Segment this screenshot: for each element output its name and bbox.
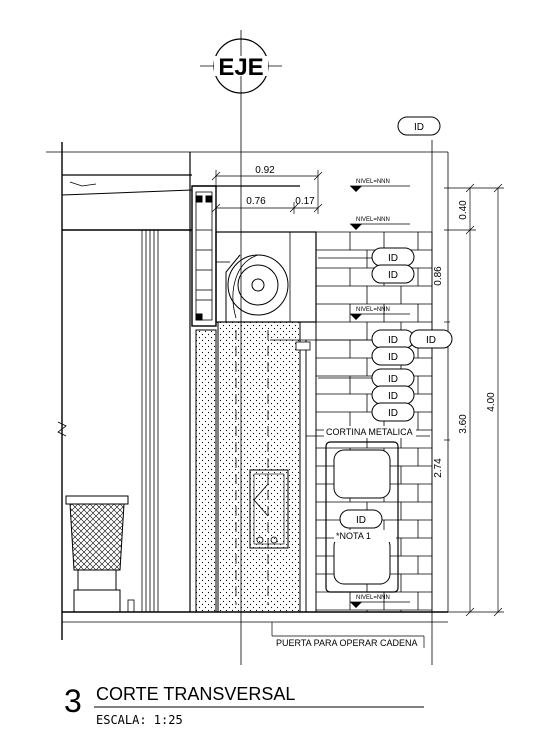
- id-tag-7: ID: [371, 385, 415, 405]
- id-tag-6: ID: [371, 368, 415, 388]
- svg-text:NIVEL=NNN: NIVEL=NNN: [356, 179, 390, 185]
- drawing-title: CORTE TRANSVERSAL: [96, 684, 295, 704]
- trash-basket: [65, 495, 135, 613]
- svg-text:ID: ID: [388, 335, 398, 346]
- door-note: PUERTA PARA OPERAR CADENA: [276, 638, 418, 648]
- axis-label: EJE: [218, 54, 263, 81]
- id-tag-top: ID: [397, 116, 441, 136]
- svg-text:ID: ID: [388, 270, 398, 281]
- dimension-height-d: 2.74: [433, 458, 444, 478]
- dimension-inner-width: 0.76: [246, 196, 266, 207]
- level-marker-1: NIVEL=NNN: [350, 179, 410, 192]
- concrete-column: [195, 321, 311, 613]
- dimension-height-total: 4.00: [486, 392, 497, 412]
- id-tag-2: ID: [371, 264, 415, 284]
- id-tag-8: ID: [371, 402, 415, 422]
- id-tag-3: ID: [371, 329, 415, 349]
- id-tag-1: ID: [371, 247, 415, 267]
- curtain-note: CORTINA METALICA: [326, 427, 413, 437]
- id-tag-5: ID: [371, 346, 415, 366]
- dimension-small-width: 0.17: [295, 196, 315, 207]
- dimension-top-width: 0.92: [255, 165, 275, 176]
- dimension-height-a: 0.40: [458, 200, 469, 220]
- title-block: 3 CORTE TRANSVERSAL ESCALA: 1:25: [64, 683, 424, 727]
- id-tag-4: ID: [409, 329, 453, 349]
- svg-text:NIVEL=NNN: NIVEL=NNN: [356, 307, 390, 313]
- dimension-height-b: 0.86: [433, 266, 444, 286]
- door-panel: [249, 469, 289, 549]
- nota-label: *NOTA 1: [336, 531, 371, 541]
- level-marker-4: NIVEL=NNN: [350, 595, 410, 608]
- svg-text:ID: ID: [388, 352, 398, 363]
- glass-mullions: [141, 230, 191, 612]
- roof-slab: [61, 152, 193, 232]
- svg-text:ID: ID: [426, 335, 436, 346]
- drawing-number: 3: [64, 683, 82, 719]
- dimension-lines-top: [211, 170, 323, 214]
- id-tag-9: ID: [339, 509, 383, 529]
- dimension-lines-right: [444, 183, 504, 617]
- svg-text:ID: ID: [388, 374, 398, 385]
- wall-opening: [325, 441, 399, 593]
- svg-text:ID: ID: [414, 122, 424, 133]
- svg-text:ID: ID: [356, 515, 366, 526]
- level-marker-2: NIVEL=NNN: [350, 217, 410, 230]
- svg-text:ID: ID: [388, 408, 398, 419]
- svg-text:ID: ID: [388, 391, 398, 402]
- drawing-scale: ESCALA: 1:25: [96, 713, 183, 727]
- level-marker-3: NIVEL=NNN: [350, 307, 410, 320]
- dimension-height-c: 3.60: [458, 414, 469, 434]
- svg-text:ID: ID: [388, 253, 398, 264]
- svg-text:NIVEL=NNN: NIVEL=NNN: [356, 217, 390, 223]
- curtain-box: [215, 231, 317, 612]
- beam-rebar: [191, 185, 300, 327]
- svg-text:NIVEL=NNN: NIVEL=NNN: [356, 595, 390, 601]
